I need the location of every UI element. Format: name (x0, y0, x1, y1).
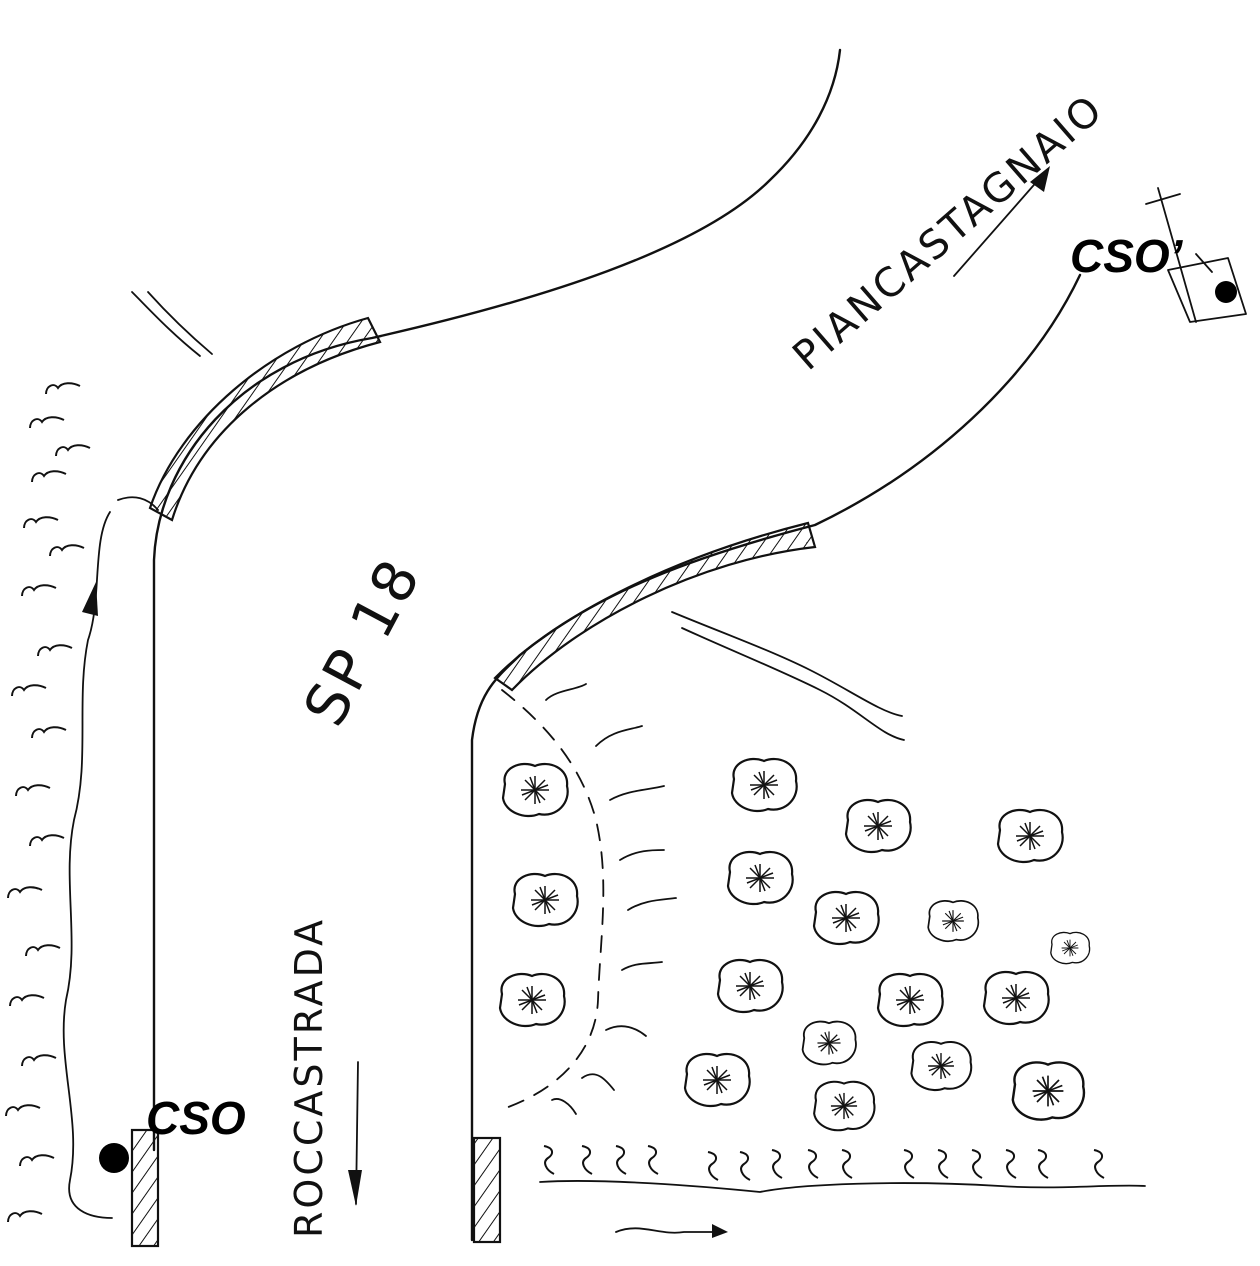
road-edge-inner (470, 273, 1082, 1242)
marker-dot-cso-prime (1215, 281, 1237, 303)
hatched-curb-southeast (493, 521, 817, 692)
structure-ne (1145, 187, 1247, 323)
flow-arrowhead (712, 1224, 728, 1238)
label-roccastrada: ROCCASTRADA (287, 917, 331, 1238)
hatched-curb-south-left (130, 1128, 160, 1248)
footpath-left (62, 511, 113, 1219)
flow-arrow (615, 1227, 721, 1234)
label-road: SP 18 (290, 547, 434, 737)
label-cso: CSO (146, 1092, 246, 1144)
arrowhead-piancastagnaio (1030, 166, 1050, 192)
stream-bank-upper (671, 611, 903, 717)
label-piancastagnaio: PIANCASTAGNAIO (784, 85, 1113, 379)
arrow-to-piancastagnaio (953, 177, 1041, 277)
field-edge-hooks (543, 1145, 1105, 1181)
hatched-curb-south-right (472, 1136, 502, 1244)
trail-ticks (545, 683, 677, 1115)
field-edge-line (539, 1180, 1146, 1193)
stream-bank-lower (681, 627, 905, 741)
hatched-curb-northwest (148, 316, 382, 522)
marker-dot-cso (99, 1143, 129, 1173)
ditch-marks (131, 291, 213, 357)
dashed-trail (499, 689, 605, 1111)
footpath-arrow (82, 582, 98, 616)
arrowhead-roccastrada (348, 1170, 362, 1206)
road-edge-outer (152, 48, 842, 1152)
label-cso-prime: CSO’ (1070, 230, 1184, 282)
